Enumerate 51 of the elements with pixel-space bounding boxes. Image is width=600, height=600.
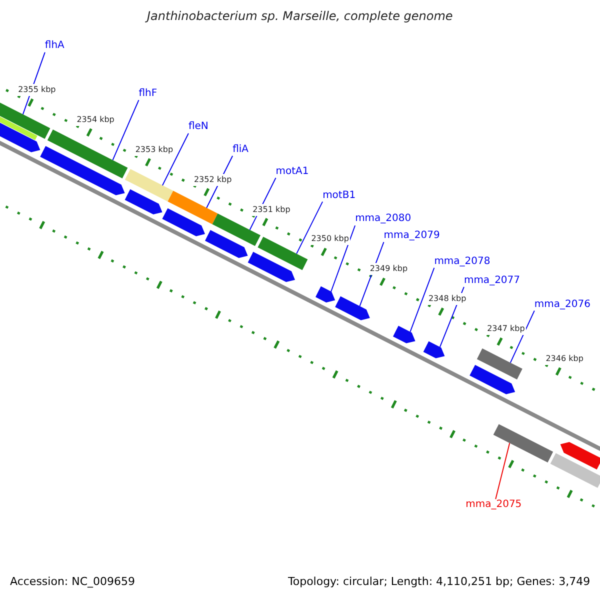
scale-label: 2353 kbp [134,144,174,156]
gene-feature [40,146,125,196]
title: Janthinobacterium sp. Marseille, complete genome [147,10,453,22]
gene-feature [248,252,295,282]
gene-feature [162,208,205,236]
gene-feature [205,230,248,258]
gene-label: fliA [232,144,248,156]
gene-label: fleN [188,121,208,134]
leader-line [495,442,510,500]
gene-feature [493,424,554,462]
leader-line [162,132,189,186]
gene-label: mma_2077 [464,274,520,287]
gene-feature [423,341,445,358]
leader-line [330,225,356,292]
gene-feature [258,236,308,270]
gene-label: motA1 [276,166,309,178]
scale-label: 2351 kbp [252,204,292,216]
gene-feature [124,169,174,202]
gene-label: mma_2076 [534,298,590,311]
gene-feature [316,286,336,302]
scale-label: 2350 kbp [310,233,350,246]
gene-feature [212,214,260,246]
gene-feature [470,364,516,394]
leader-line [112,100,140,161]
gene-feature [168,190,218,224]
gene-label: flhF [138,88,158,100]
accession-text: Accession: NC_009659 [10,576,136,588]
gene-label: mma_2075 [466,499,522,512]
gene-feature [47,130,128,178]
scale-label: 2354 kbp [76,114,116,126]
gene-feature [560,442,600,470]
scale-label: 2346 kbp [544,352,584,365]
gene-feature [124,189,162,214]
scale-label: 2348 kbp [427,293,468,306]
gene-label: mma_2079 [384,230,440,242]
gene-feature [550,453,600,488]
genome-stats-text: Topology: circular; Length: 4,110,251 bp; Genes: 3,749 [288,576,590,588]
leader-line [296,201,324,254]
gene-label: flhA [44,40,64,52]
gene-feature [476,348,522,380]
scale-label: 2347 kbp [486,323,526,336]
gene-label: mma_2078 [434,256,490,268]
gene-label: mma_2080 [355,213,412,226]
scale-label: 2355 kbp [17,84,57,96]
leader-line [510,310,535,364]
gene-label: motB1 [322,190,356,202]
leader-line [410,267,435,332]
scale-label: 2352 kbp [192,174,233,186]
scale-label: 2349 kbp [368,263,409,276]
gene-feature [335,296,370,320]
gene-feature [393,326,416,344]
